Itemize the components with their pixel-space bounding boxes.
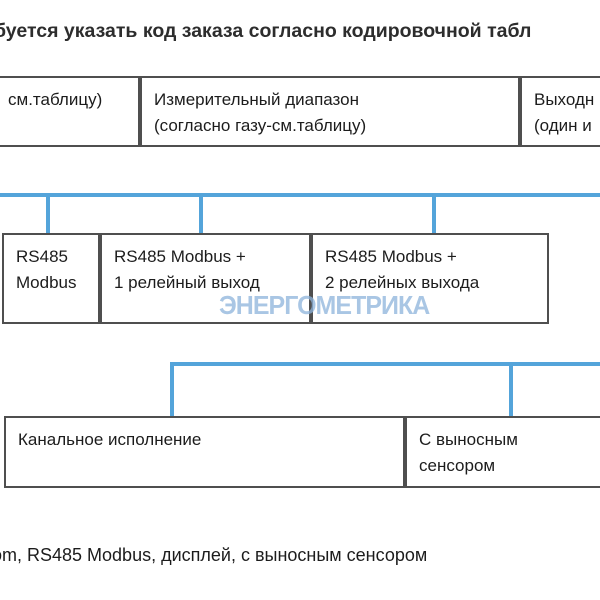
page-title: буется указать код заказа согласно кодир… xyxy=(0,20,532,42)
box-line: (согласно газу-см.таблицу) xyxy=(154,116,367,135)
row1-box-gas-table: см.таблицу) xyxy=(0,76,140,147)
connector1-stub-left xyxy=(46,193,50,235)
box-line: RS485 Modbus + xyxy=(114,247,246,266)
box-line: Modbus xyxy=(16,273,77,292)
connector2-stub-left xyxy=(170,362,174,419)
box-line: 1 релейный выход xyxy=(114,273,260,292)
box-line: RS485 Modbus + xyxy=(325,247,457,266)
row2-box-rs485-2-relays: RS485 Modbus + 2 релейных выхода xyxy=(311,233,549,324)
box-line: см.таблицу) xyxy=(8,90,103,109)
box-line: RS485 xyxy=(16,247,68,266)
row3-box-duct-version: Канальное исполнение xyxy=(4,416,405,488)
energometrika-watermark: ЭНЕРГОМЕТРИКА xyxy=(219,290,430,320)
connector2-stub-right xyxy=(509,362,513,419)
box-line: Выходн xyxy=(534,90,595,109)
box-line: 2 релейных выхода xyxy=(325,273,480,292)
row1-box-measuring-range: Измерительный диапазон (согласно газу-см… xyxy=(140,76,520,147)
box-line: сенсором xyxy=(419,456,496,475)
connector1-horizontal-line xyxy=(0,193,600,197)
connector1-stub-right xyxy=(432,193,436,235)
row3-box-remote-sensor: С выносным сенсором xyxy=(405,416,600,488)
box-line: Канальное исполнение xyxy=(18,430,202,449)
row2-box-rs485-modbus: RS485 Modbus xyxy=(2,233,100,324)
box-line: С выносным xyxy=(419,430,518,449)
box-line: Измерительный диапазон xyxy=(154,90,359,109)
connector2-horizontal-line xyxy=(170,362,600,366)
box-line: (один и xyxy=(534,116,592,135)
connector1-stub-middle xyxy=(199,193,203,235)
footer-order-example-text: om, RS485 Modbus, дисплей, с выносным се… xyxy=(0,545,428,565)
row1-box-output: Выходн (один и xyxy=(520,76,600,147)
row2-box-rs485-1-relay: RS485 Modbus + 1 релейный выход xyxy=(100,233,311,324)
